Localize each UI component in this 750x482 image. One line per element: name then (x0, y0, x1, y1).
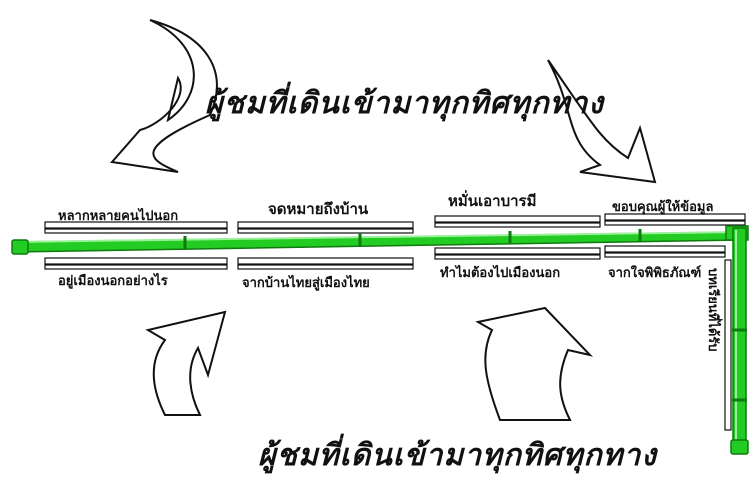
label-below-3: ทำไมต้องไปเมืองนอก (440, 266, 561, 281)
label-vertical: บทเรียนที่ได้รับ (705, 268, 720, 352)
label-above-3: หมั่นเอาบารมี (448, 192, 537, 210)
label-bars-above (44, 213, 746, 234)
title-top: ผู้ชมที่เดินเข้ามาทุกทิศทุกทาง (205, 86, 604, 121)
label-below-1: อยู่เมืองนอกอย่างไร (58, 274, 168, 289)
label-above-2: จดหมายถึงบ้าน (268, 200, 369, 218)
label-below-2: จากบ้านไทยสู่เมืองไทย (242, 276, 370, 291)
arrow-bottom-right (475, 306, 594, 421)
label-above-1: หลากหลายคนไปนอก (58, 209, 179, 224)
label-bars-below (44, 245, 732, 431)
arrow-top-right (547, 59, 657, 184)
arrow-top-left (110, 19, 218, 173)
bamboo-pole-vertical (730, 227, 749, 455)
label-above-4: ขอบคุณผู้ให้ข้อมูล (612, 200, 714, 215)
arrow-bottom-left (145, 310, 227, 416)
label-below-4: จากใจพิพิธภัณฑ์ (608, 266, 702, 281)
title-bottom: ผู้ชมที่เดินเข้ามาทุกทิศทุกทาง (258, 438, 657, 473)
